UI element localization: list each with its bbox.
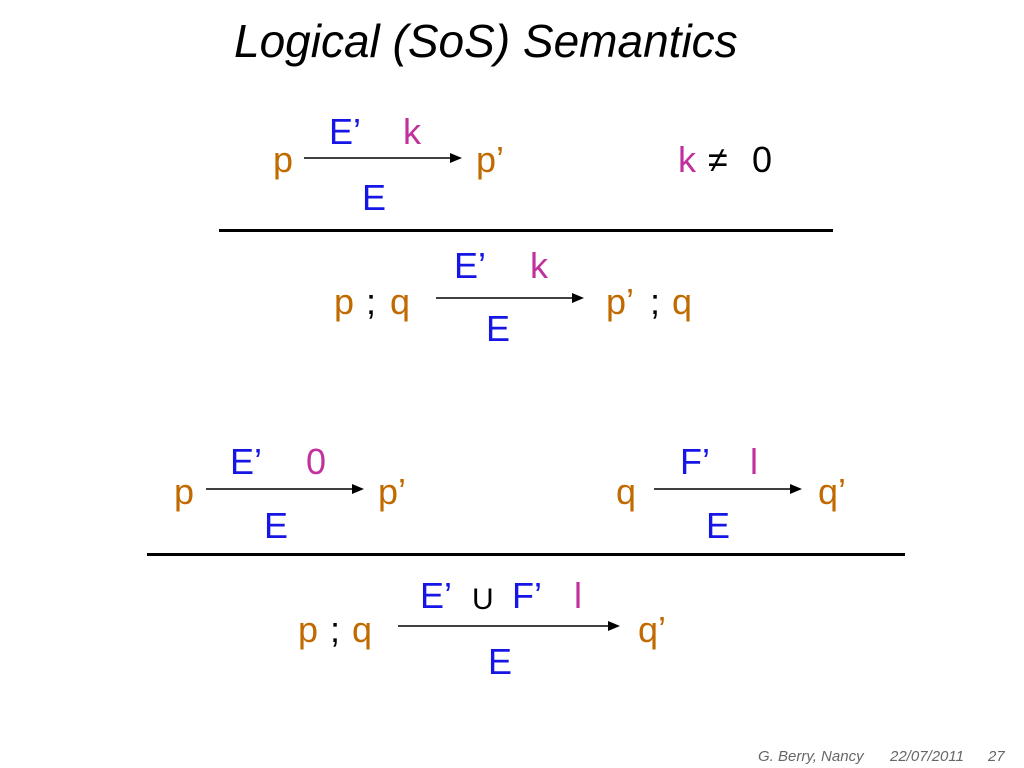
rule2-premise-right-process: q	[616, 471, 637, 512]
rule1-conclusion-arrow-icon	[436, 293, 584, 303]
rule1-conclusion-label: k	[530, 245, 548, 286]
footer-page-number: 27	[988, 748, 1005, 765]
rule1-conclusion-left-p: p	[334, 281, 355, 322]
rule2-conclusion-left-q: q	[352, 609, 373, 650]
footer-date: 22/07/2011	[890, 748, 964, 765]
rule2-inference-bar	[147, 553, 905, 556]
rule1-conclusion-left-q: q	[390, 281, 411, 322]
side-condition-label: k	[678, 139, 696, 180]
union-icon: U	[472, 583, 494, 616]
rule2-conclusion-top-e-signal: E’	[420, 575, 453, 616]
rule2-conclusion-top-f-signal: F’	[512, 575, 542, 616]
rule1-conclusion-bottom-signal: E	[486, 308, 511, 349]
rule2-premise-left-top-signal: E’	[230, 441, 263, 482]
rule2-premise-right-right-process: q’	[818, 471, 847, 512]
rule2-premise-right-bottom-signal: E	[706, 505, 731, 546]
rule2-premise-left-bottom-signal: E	[264, 505, 289, 546]
footer-author: G. Berry, Nancy	[758, 748, 864, 765]
rule1-premise-bottom-signal: E	[362, 177, 387, 218]
side-condition-value: 0	[752, 139, 773, 180]
rule1-conclusion-top-signal: E’	[454, 245, 487, 286]
not-equal-icon: ≠	[708, 139, 728, 180]
rule1-premise-top-signal: E’	[329, 111, 362, 152]
rule2-conclusion-right-process: q’	[638, 609, 667, 650]
rule2-premise-right-arrow-icon	[654, 484, 802, 494]
rule1-conclusion-left-separator: ;	[366, 281, 377, 322]
rule2-premise-left-process: p	[174, 471, 195, 512]
rule1-conclusion-right-separator: ;	[650, 281, 661, 322]
rule1-inference-bar	[219, 229, 833, 232]
rule1-conclusion-right-p: p’	[606, 281, 635, 322]
rule2-conclusion-bottom-signal: E	[488, 641, 513, 682]
rule2-premise-right-top-signal: F’	[680, 441, 710, 482]
rule1-premise-right-process: p’	[476, 139, 505, 180]
rule2-premise-right-label: l	[750, 441, 758, 482]
rule2-premise-left-label: 0	[306, 441, 327, 482]
rule1-conclusion-right-q: q	[672, 281, 693, 322]
rule2-conclusion-left-separator: ;	[330, 609, 341, 650]
rule2-conclusion-left-p: p	[298, 609, 319, 650]
rule2-conclusion-label: l	[574, 575, 582, 616]
page-title: Logical (SoS) Semantics	[234, 15, 738, 67]
rule1-premise-label: k	[403, 111, 421, 152]
rule2-premise-left-right-process: p’	[378, 471, 407, 512]
rule1-premise-left-process: p	[273, 139, 294, 180]
rule1-premise-arrow-icon	[304, 153, 462, 163]
rule2-conclusion-arrow-icon	[398, 621, 620, 631]
rule2-premise-left-arrow-icon	[206, 484, 364, 494]
